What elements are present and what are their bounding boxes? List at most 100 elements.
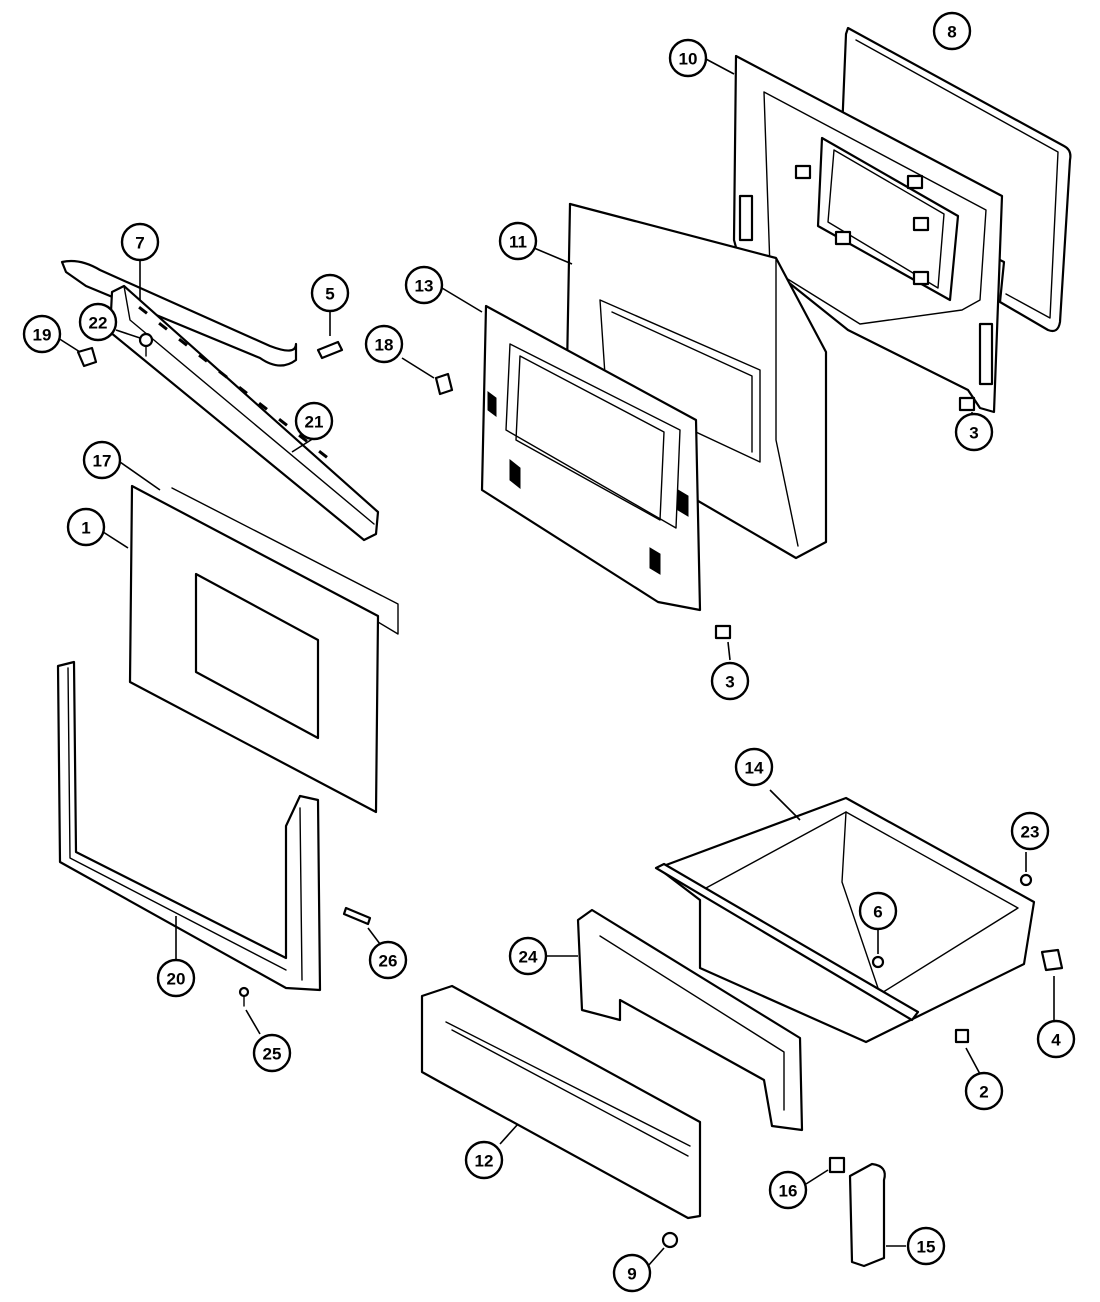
callout-21: 21 [294,401,334,441]
callout-1: 1 [66,507,106,547]
callout-number: 3 [969,424,978,443]
callout-5: 5 [310,273,350,313]
callout-circle [82,440,122,480]
callout-10: 10 [668,38,708,78]
callout-4: 4 [1036,1019,1076,1059]
callout-18: 18 [364,324,404,364]
callout-12: 12 [464,1140,504,1180]
part-12-drawer-front [420,984,702,1220]
callout-number: 2 [979,1083,988,1102]
callout-number: 12 [475,1152,494,1171]
callout-circle [768,1170,808,1210]
callout-26: 26 [368,940,408,980]
part-16-clip [805,1156,846,1185]
callout-number: 14 [745,759,764,778]
callout-number: 3 [725,673,734,692]
callout-20: 20 [156,958,196,998]
callout-8: 8 [932,11,972,51]
callout-circle [310,273,350,313]
part-3-clip-lower [714,624,732,661]
callout-number: 24 [519,948,538,967]
callout-labels: 1233456789101112131415161718192021222324… [22,11,1076,1293]
callout-number: 7 [135,234,144,253]
callout-9: 9 [612,1253,652,1293]
callout-number: 1 [81,519,90,538]
callout-circle [612,1253,652,1293]
callout-circle [66,507,106,547]
part-19-screw [57,337,98,368]
part-26-screw [342,906,381,945]
callout-circle [364,324,404,364]
callout-number: 19 [33,326,52,345]
small-hardware [57,312,1064,1267]
part-24-drawer-bracket [546,908,804,1132]
part-5-screw [316,312,344,360]
callout-circle [464,1140,504,1180]
callout-number: 10 [679,50,698,69]
part-14-drawer-tray [654,789,1036,1044]
part-15-side-trim [848,1162,906,1268]
callout-3: 3 [710,661,750,701]
callout-number: 11 [509,233,527,252]
callout-22: 22 [78,302,118,342]
callout-circle [22,314,62,354]
callout-15: 15 [906,1226,946,1266]
callout-circle [668,38,708,78]
callout-number: 15 [917,1238,936,1257]
callout-circle [858,891,898,931]
callout-circle [932,11,972,51]
callout-circle [368,940,408,980]
callout-circle [498,221,538,261]
callout-11: 11 [498,221,538,261]
callout-24: 24 [508,936,548,976]
callout-circle [294,401,334,441]
callout-7: 7 [120,222,160,262]
callout-circle [906,1226,946,1266]
callout-number: 25 [263,1045,282,1064]
callout-number: 9 [627,1265,636,1284]
callout-number: 8 [947,23,956,42]
callout-number: 16 [779,1182,798,1201]
callout-circle [1036,1019,1076,1059]
callout-circle [1010,811,1050,851]
callout-number: 22 [89,314,108,333]
callout-circle [964,1071,1004,1111]
callout-25: 25 [252,1033,292,1073]
part-17-door-insulation [119,461,399,635]
part-23-screw [1019,852,1033,887]
callout-number: 26 [379,952,398,971]
part-22-screw [115,329,154,357]
callout-number: 17 [93,452,112,471]
callout-number: 6 [873,903,882,922]
callout-14: 14 [734,747,774,787]
callout-number: 21 [305,413,324,432]
callout-3: 3 [954,412,994,452]
callout-number: 23 [1021,823,1040,842]
callout-circle [710,661,750,701]
part-4-bumper [1040,948,1064,1020]
part-13-door-frame [441,287,702,612]
part-9-knob [647,1231,679,1267]
part-2-clip [954,1028,981,1075]
callout-number: 13 [415,277,434,296]
callout-circle [404,265,444,305]
callout-circle [156,958,196,998]
callout-number: 4 [1051,1031,1061,1050]
callout-6: 6 [858,891,898,931]
callout-19: 19 [22,314,62,354]
callout-number: 18 [375,336,394,355]
callout-23: 23 [1010,811,1050,851]
callout-circle [120,222,160,262]
part-25-screw [238,986,261,1035]
part-18-clip [401,357,454,396]
part-10-inner-door-panel [703,54,1004,414]
part-6-screw [871,928,885,969]
callout-number: 5 [325,285,334,304]
callout-circle [508,936,548,976]
callout-2: 2 [964,1071,1004,1111]
callout-circle [954,412,994,452]
callout-17: 17 [82,440,122,480]
callout-circle [78,302,118,342]
part-3-clip-upper [958,396,976,416]
